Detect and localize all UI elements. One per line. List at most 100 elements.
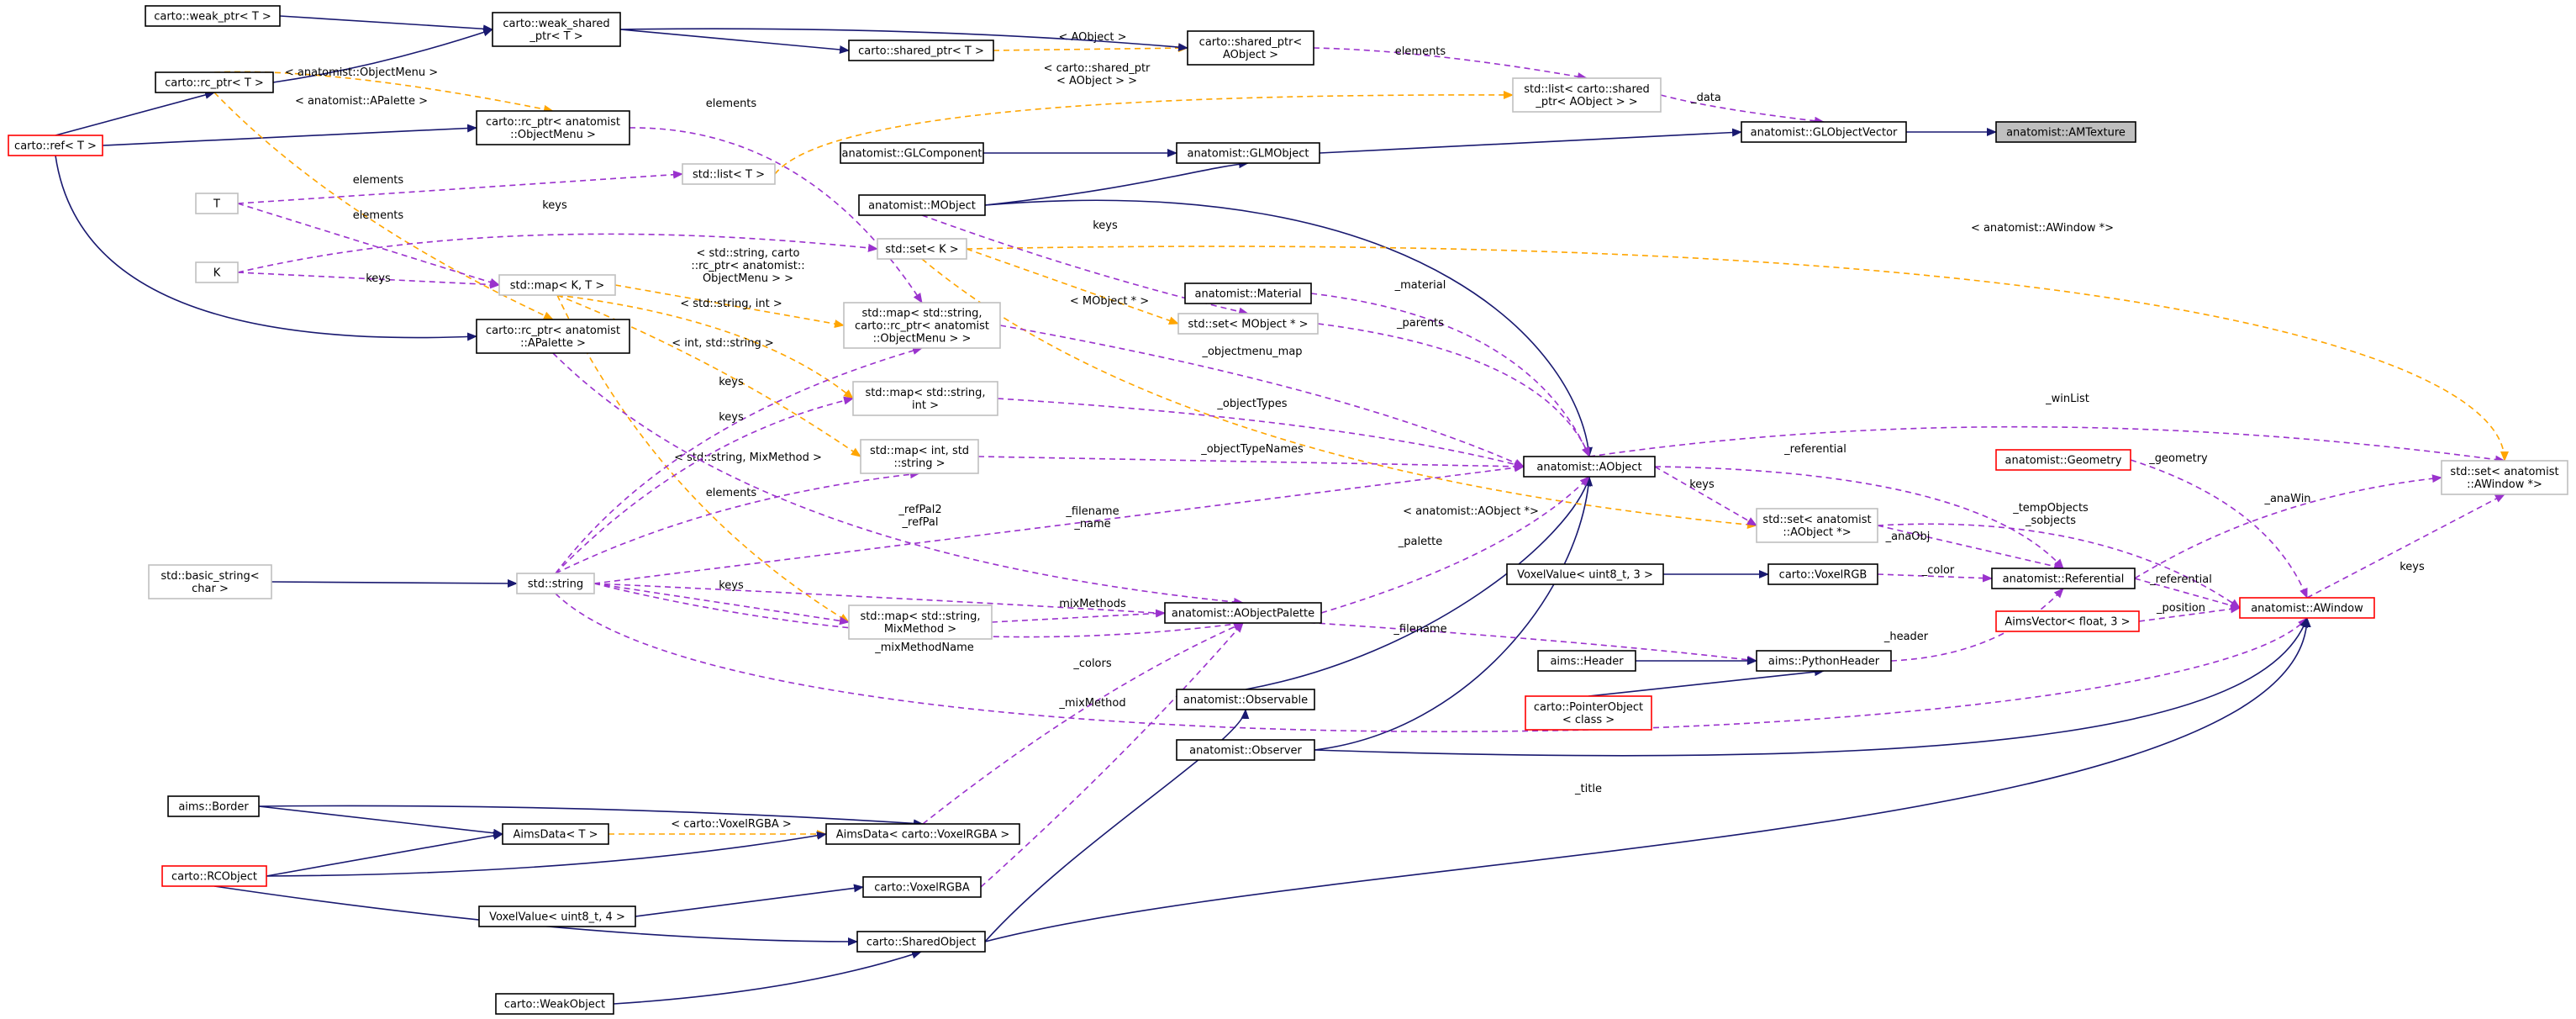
edge-usage-string-to-mapstrmix bbox=[593, 583, 850, 626]
edge-label: keys bbox=[719, 579, 744, 592]
class-node-mapstrint[interactable]: std::map< std::string,int > bbox=[852, 381, 998, 416]
class-node-label: anatomist::Observer bbox=[1189, 745, 1302, 758]
class-node-weaksharedt[interactable]: carto::weak_shared_ptr< T > bbox=[492, 12, 621, 47]
class-node-box bbox=[195, 193, 239, 214]
edge-usage-aimsvector-to-awindow bbox=[2138, 605, 2241, 622]
class-node-aimsdatat[interactable]: AimsData< T > bbox=[502, 823, 609, 845]
class-node-mapobjmenu[interactable]: std::map< std::string,carto::rc_ptr< ana… bbox=[843, 302, 1001, 349]
class-node-pointerobject[interactable]: carto::PointerObject< class > bbox=[1525, 695, 1652, 731]
class-node-rcobjectmenu[interactable]: carto::rc_ptr< anatomist::ObjectMenu > bbox=[476, 110, 630, 145]
edge-label: < anatomist::AWindow *> bbox=[1971, 222, 2114, 235]
class-node-referential[interactable]: anatomist::Referential bbox=[1991, 568, 2136, 589]
class-node-setk[interactable]: std::set< K > bbox=[877, 238, 967, 260]
class-node-geometry[interactable]: anatomist::Geometry bbox=[1995, 449, 2131, 471]
class-node-material[interactable]: anatomist::Material bbox=[1184, 282, 1312, 304]
class-node-rcapalette[interactable]: carto::rc_ptr< anatomist::APalette > bbox=[476, 319, 630, 354]
edge-label: elements bbox=[353, 209, 404, 222]
edge-inherit-reft-to-rcapalette bbox=[55, 155, 477, 341]
class-node-listshared[interactable]: std::list< carto::shared_ptr< AObject > … bbox=[1512, 77, 1662, 113]
edge-label: < anatomist::AObject *> bbox=[1403, 505, 1539, 518]
class-node-label: carto::ref< T > bbox=[14, 140, 97, 153]
edge-usage-listshared-to-globjectvector bbox=[1660, 94, 1825, 125]
class-node-basicstring[interactable]: std::basic_string<char > bbox=[148, 564, 272, 599]
class-node-box bbox=[1756, 650, 1892, 672]
class-node-rcobject[interactable]: carto::RCObject bbox=[161, 865, 267, 887]
class-node-mapstrmix[interactable]: std::map< std::string,MixMethod > bbox=[848, 605, 993, 640]
class-node-box bbox=[843, 302, 1001, 349]
class-node-aobject[interactable]: anatomist::AObject bbox=[1523, 456, 1656, 478]
edge-inherit-rct-to-weaksharedt bbox=[272, 28, 493, 83]
class-node-amtexture[interactable]: anatomist::AMTexture bbox=[1995, 121, 2136, 143]
edge-usage-setaobjectptr-to-referential bbox=[1877, 525, 2064, 571]
class-node-label: anatomist::GLObjectVector bbox=[1751, 127, 1898, 140]
class-node-reft[interactable]: carto::ref< T > bbox=[8, 135, 103, 156]
class-node-observer[interactable]: anatomist::Observer bbox=[1176, 739, 1315, 761]
class-node-glcomponent[interactable]: anatomist::GLComponent bbox=[840, 142, 984, 164]
edge-label: < carto::VoxelRGBA > bbox=[671, 818, 792, 831]
edge-template-listt-to-listshared bbox=[774, 90, 1514, 175]
edge-label: < anatomist::ObjectMenu > bbox=[285, 66, 438, 79]
edge-usage-aobject-to-setawindowptr bbox=[1588, 425, 2505, 464]
edge-label: _color bbox=[1921, 564, 1955, 577]
class-node-label: anatomist::AObjectPalette bbox=[1172, 608, 1314, 620]
edge-label: _data bbox=[1690, 92, 1721, 104]
class-node-glmobject[interactable]: anatomist::GLMObject bbox=[1176, 142, 1320, 164]
class-node-setawindowptr[interactable]: std::set< anatomist::AWindow *> bbox=[2441, 460, 2568, 495]
class-node-aobjectpalette[interactable]: anatomist::AObjectPalette bbox=[1164, 602, 1322, 624]
class-node-voxelvalue3[interactable]: VoxelValue< uint8_t, 3 > bbox=[1506, 563, 1664, 585]
edge-usage-mapstrint-to-aobject bbox=[997, 398, 1525, 469]
class-node-box bbox=[1512, 77, 1662, 113]
class-node-rct[interactable]: carto::rc_ptr< T > bbox=[155, 71, 274, 93]
class-node-aimsdatargba[interactable]: AimsData< carto::VoxelRGBA > bbox=[825, 823, 1020, 845]
class-node-observable[interactable]: anatomist::Observable bbox=[1176, 689, 1315, 710]
class-node-label: anatomist::GLMObject bbox=[1188, 148, 1309, 161]
class-node-weakt[interactable]: carto::weak_ptr< T > bbox=[145, 5, 281, 27]
class-node-globjectvector[interactable]: anatomist::GLObjectVector bbox=[1741, 121, 1907, 143]
class-node-setaobjectptr[interactable]: std::set< anatomist::AObject *> bbox=[1756, 508, 1878, 543]
class-node-weakobject[interactable]: carto::WeakObject bbox=[495, 993, 614, 1015]
class-node-string[interactable]: std::string bbox=[516, 573, 595, 594]
edge-usage-sharedaobject-to-listshared bbox=[1313, 47, 1588, 82]
class-node-box bbox=[1995, 449, 2131, 471]
class-node-t[interactable]: T bbox=[195, 193, 239, 214]
edge-inherit-observer-to-awindow bbox=[1314, 617, 2308, 757]
class-node-sharedobject[interactable]: carto::SharedObject bbox=[856, 931, 986, 953]
class-node-mapkt[interactable]: std::map< K, T > bbox=[498, 274, 616, 296]
class-node-k[interactable]: K bbox=[195, 261, 239, 283]
edge-usage-string-to-mapstrint bbox=[555, 396, 854, 574]
class-node-aimsborder[interactable]: aims::Border bbox=[167, 795, 260, 817]
class-node-sharedaobject[interactable]: carto::shared_ptr<AObject > bbox=[1187, 30, 1314, 66]
class-node-mapintstr[interactable]: std::map< int, std::string > bbox=[860, 439, 979, 474]
class-node-label: anatomist::AWindow bbox=[2251, 603, 2363, 615]
edge-label: elements bbox=[706, 487, 757, 499]
class-node-aimsheader[interactable]: aims::Header bbox=[1537, 650, 1636, 672]
edge-usage-mapobjmenu-to-aobject bbox=[999, 325, 1525, 467]
edge-label: _position bbox=[2156, 602, 2205, 615]
class-node-voxelrgb[interactable]: carto::VoxelRGB bbox=[1767, 563, 1878, 585]
class-node-voxelrgba[interactable]: carto::VoxelRGBA bbox=[862, 876, 982, 898]
class-node-mobject[interactable]: anatomist::MObject bbox=[858, 194, 986, 216]
edge-usage-t-to-listt bbox=[237, 170, 683, 204]
class-node-setmobject[interactable]: std::set< MObject * > bbox=[1177, 313, 1319, 335]
edge-label: _mixMethod bbox=[1058, 697, 1125, 710]
class-node-aimsvector[interactable]: AimsVector< float, 3 > bbox=[1995, 610, 2140, 632]
class-node-box bbox=[862, 876, 982, 898]
class-node-box bbox=[1184, 282, 1312, 304]
class-node-awindow[interactable]: anatomist::AWindow bbox=[2239, 597, 2375, 619]
edge-usage-string-to-mapintstr bbox=[555, 470, 920, 574]
class-node-pythonheader[interactable]: aims::PythonHeader bbox=[1756, 650, 1892, 672]
class-node-label: ::AObject *> bbox=[1783, 526, 1851, 539]
edge-label: _material bbox=[1394, 279, 1446, 292]
class-node-label: AimsData< T > bbox=[514, 829, 598, 842]
class-node-sharedt[interactable]: carto::shared_ptr< T > bbox=[848, 40, 994, 61]
edge-label: _mixMethodName bbox=[874, 641, 974, 654]
class-node-label: std::map< std::string, bbox=[861, 308, 982, 320]
class-node-label: carto::SharedObject bbox=[867, 937, 976, 949]
edge-label: _objectmenu_map bbox=[1201, 346, 1302, 358]
edge-inherit-sharedobject-to-observable bbox=[984, 709, 1250, 942]
class-node-voxelvalue4[interactable]: VoxelValue< uint8_t, 4 > bbox=[478, 905, 636, 927]
class-node-label: carto::rc_ptr< T > bbox=[165, 77, 264, 90]
class-node-label: VoxelValue< uint8_t, 4 > bbox=[489, 911, 625, 924]
class-node-listt[interactable]: std::list< T > bbox=[682, 163, 776, 185]
